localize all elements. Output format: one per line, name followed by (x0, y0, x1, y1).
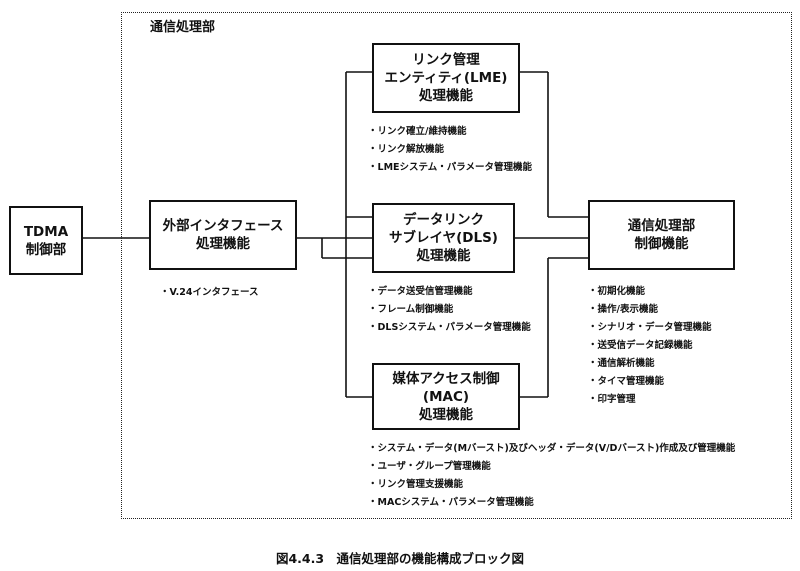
control-block: 通信処理部 制御機能 (588, 200, 735, 270)
control-notes: 初期化機能 操作/表示機能 シナリオ・データ管理機能 送受信データ記録機能 通信… (588, 283, 712, 409)
lme-line-2: エンティティ(LME) (384, 70, 508, 86)
note-item: フレーム制御機能 (368, 301, 531, 319)
note-item: 操作/表示機能 (588, 301, 712, 319)
tdma-block: TDMA 制御部 (9, 206, 83, 275)
ctrl-line-2: 制御機能 (634, 236, 689, 252)
note-item: データ送受信管理機能 (368, 283, 531, 301)
mac-notes: システム・データ(Mバースト)及びヘッダ・データ(V/Dバースト)作成及び管理機… (368, 440, 736, 512)
extif-line-1: 外部インタフェース (162, 218, 284, 234)
note-item: タイマ管理機能 (588, 373, 712, 391)
processing-unit-frame (121, 12, 792, 519)
note-item: LMEシステム・パラメータ管理機能 (368, 159, 532, 177)
tdma-line-2: 制御部 (25, 241, 67, 258)
lme-line-3: 処理機能 (419, 88, 473, 104)
note-item: 通信解析機能 (588, 355, 712, 373)
mac-block: 媒体アクセス制御 (MAC) 処理機能 (372, 363, 520, 430)
note-item: システム・データ(Mバースト)及びヘッダ・データ(V/Dバースト)作成及び管理機… (368, 440, 736, 458)
mac-line-3: 処理機能 (419, 406, 473, 423)
note-item: 送受信データ記録機能 (588, 337, 712, 355)
note-item: ユーザ・グループ管理機能 (368, 458, 735, 476)
extif-notes: V.24インタフェース (160, 284, 259, 302)
note-item: 初期化機能 (588, 283, 712, 301)
external-interface-block: 外部インタフェース 処理機能 (149, 200, 297, 270)
lme-line-1: リンク管理 (412, 52, 480, 68)
dls-line-1: データリンク (403, 212, 484, 228)
frame-title: 通信処理部 (150, 20, 216, 35)
note-item: シナリオ・データ管理機能 (588, 319, 712, 337)
note-item: リンク確立/維持機能 (368, 123, 532, 141)
mac-line-2: (MAC) (422, 388, 470, 405)
lme-block: リンク管理 エンティティ(LME) 処理機能 (372, 43, 520, 113)
note-item: リンク管理支援機能 (368, 476, 735, 494)
note-item: DLSシステム・パラメータ管理機能 (368, 319, 531, 337)
mac-line-1: 媒体アクセス制御 (392, 370, 500, 387)
ctrl-line-1: 通信処理部 (627, 218, 696, 234)
figure-caption: 図4.4.3 通信処理部の機能構成ブロック図 (275, 551, 525, 566)
dls-line-2: サブレイヤ(DLS) (389, 230, 498, 246)
extif-line-2: 処理機能 (196, 236, 250, 252)
note-item: リンク解放機能 (368, 141, 532, 159)
note-item: V.24インタフェース (160, 284, 259, 302)
lme-notes: リンク確立/維持機能 リンク解放機能 LMEシステム・パラメータ管理機能 (368, 123, 532, 177)
note-item: 印字管理 (588, 391, 712, 409)
dls-block: データリンク サブレイヤ(DLS) 処理機能 (372, 203, 515, 273)
dls-notes: データ送受信管理機能 フレーム制御機能 DLSシステム・パラメータ管理機能 (368, 283, 531, 337)
dls-line-3: 処理機能 (416, 248, 471, 264)
note-item: MACシステム・パラメータ管理機能 (368, 494, 735, 512)
tdma-line-1: TDMA (23, 223, 69, 240)
